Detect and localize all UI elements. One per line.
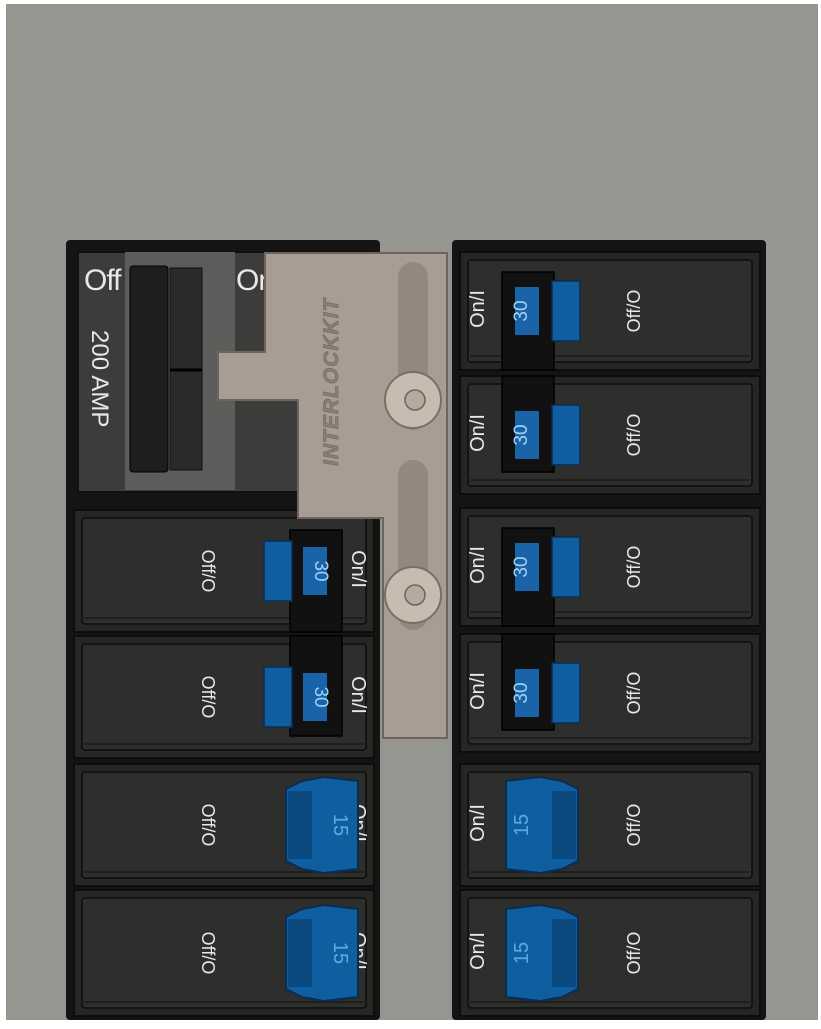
breaker-handle-shade [288, 919, 312, 987]
breaker-right-6[interactable]: On/I Off/O 15 [459, 889, 761, 1017]
breaker-off-label: Off/O [624, 414, 644, 457]
breaker-on-label: On/I [467, 804, 489, 842]
breaker-handle-shade [552, 791, 576, 859]
breaker-rating-plate [515, 669, 539, 717]
breaker-off-label: Off/O [624, 804, 644, 847]
breaker-rating: 15 [511, 942, 533, 964]
breaker-rating-plate [303, 673, 327, 721]
main-breaker-off-label: Off [84, 264, 122, 297]
breaker-rating-plate [515, 287, 539, 335]
breaker-rating: 30 [310, 686, 331, 707]
breaker-on-label: On/I [347, 676, 369, 714]
breaker-right-3[interactable]: On/I Off/O 30 [459, 507, 761, 627]
main-breaker-rating-label: 200 AMP [86, 330, 113, 427]
breaker-handle[interactable] [551, 662, 581, 724]
breaker-handle[interactable] [551, 536, 581, 598]
breaker-handle[interactable] [263, 540, 293, 602]
breaker-rating-plate [303, 547, 327, 595]
breaker-rating: 15 [329, 814, 351, 836]
breaker-handle-shade [288, 791, 312, 859]
breaker-off-label: Off/O [624, 932, 644, 975]
breaker-on-label: On/I [467, 932, 489, 970]
breaker-off-label: Off/O [198, 932, 218, 975]
interlock-brand-label: INTERLOCKKIT [320, 297, 343, 466]
breaker-right-2[interactable]: On/I Off/O 30 [459, 375, 761, 495]
left-breaker-column: Off On 200 AMP On/IOff/O30On/IOff/O30On/… [66, 240, 380, 1020]
breaker-left-2[interactable]: On/I Off/O 30 [73, 635, 375, 759]
breaker-off-label: Off/O [198, 550, 218, 593]
interlock-bolt-upper [384, 371, 442, 429]
breaker-right-5[interactable]: On/I Off/O 15 [459, 763, 761, 887]
breaker-handle[interactable] [551, 404, 581, 466]
breaker-off-label: Off/O [198, 676, 218, 719]
breaker-on-label: On/I [467, 546, 489, 584]
breaker-handle[interactable] [263, 666, 293, 728]
breaker-rating: 30 [511, 300, 532, 321]
breaker-rating-plate [515, 543, 539, 591]
breaker-on-label: On/I [467, 290, 489, 328]
breaker-off-label: Off/O [198, 804, 218, 847]
breaker-rating: 15 [511, 814, 533, 836]
breaker-off-label: Off/O [624, 290, 644, 333]
breaker-left-1[interactable]: On/I Off/O 30 [73, 509, 375, 633]
interlock-bolt-lower [384, 566, 442, 624]
breaker-handle-shade [552, 919, 576, 987]
breaker-right-4[interactable]: On/I Off/O 30 [459, 633, 761, 753]
left-branch-breakers: On/IOff/O30On/IOff/O30On/IOff/O15On/IOff… [73, 509, 375, 1017]
interlock-plate[interactable] [217, 252, 448, 739]
breaker-rating: 30 [511, 424, 532, 445]
breaker-on-label: On/I [467, 672, 489, 710]
breaker-off-label: Off/O [624, 546, 644, 589]
breaker-on-label: On/I [347, 550, 369, 588]
interlock-kit[interactable]: INTERLOCKKIT [217, 252, 448, 739]
breaker-rating: 30 [310, 560, 331, 581]
breaker-rating: 30 [511, 556, 532, 577]
breaker-off-label: Off/O [624, 672, 644, 715]
breaker-rating: 15 [329, 942, 351, 964]
main-breaker-handle[interactable] [129, 265, 169, 473]
breaker-on-label: On/I [467, 414, 489, 452]
breaker-right-1[interactable]: On/I Off/O 30 [459, 251, 761, 371]
breaker-rating: 30 [511, 682, 532, 703]
breaker-handle[interactable] [551, 280, 581, 342]
breaker-rating-plate [515, 411, 539, 459]
